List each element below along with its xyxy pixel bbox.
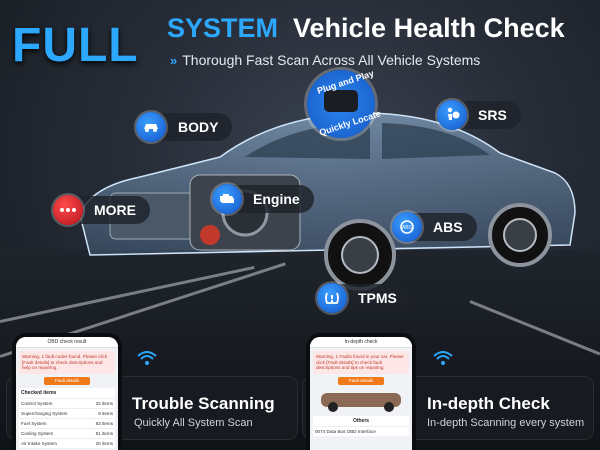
svg-text:ABS: ABS [402,225,413,231]
fault-details-button[interactable]: Fault details [338,376,384,385]
item-count: 20 items [95,440,113,446]
rear-window [382,123,490,159]
item-name: Fuel System [21,420,47,426]
subtitle-text: Thorough Fast Scan Across All Vehicle Sy… [182,52,481,68]
wireless-icon [136,350,158,366]
item-count: 9 items [98,410,113,416]
checked-items-title: Checked items [19,387,115,398]
headline-vehicle-health-check: Vehicle Health Check [293,13,565,43]
more-dots-icon [53,195,83,225]
list-item[interactable]: Cooling System 51 items [19,427,115,438]
item-count: 33 items [95,400,113,406]
system-label-srs: SRS [478,107,507,123]
panel-sub-in-depth-check: In-depth Scanning every system [427,417,585,429]
list-item[interactable]: 0074 Data Bus OBD Interface [313,425,409,436]
phone-screen: OBD check result Warning, 1 fault codes … [16,337,118,450]
item-name: Control System [21,400,53,406]
item-count: 51 items [95,430,113,436]
list-item[interactable]: Control System 33 items [19,397,115,408]
item-name: Supercharging System [21,410,68,416]
subtitle: » Thorough Fast Scan Across All Vehicle … [170,52,480,68]
warning-message: Warning, 1 Faults found in your car. Ple… [313,351,409,374]
fault-details-button[interactable]: Fault details [44,376,90,385]
list-item[interactable]: Air Intake System 20 items [19,437,115,448]
rear-rim [503,218,537,252]
plug-and-play-badge: Plug and Play Quickly Locate [307,68,382,138]
item-count: 83 items [95,420,113,426]
car-chassis-image [321,392,401,412]
panel-title-in-depth-check: In-depth Check [427,394,550,413]
panel-sub-trouble-scanning: Quickly All System Scan [134,417,253,429]
system-label-abs: ABS [433,219,463,235]
panel-title-trouble-scanning: Trouble Scanning [132,394,275,413]
item-name: Air Intake System [21,440,57,446]
system-label-body: BODY [178,119,219,135]
double-arrow-icon: » [170,52,178,68]
list-item[interactable]: Fuel System 83 items [19,417,115,428]
tire-pressure-icon [317,283,347,313]
warning-message: Warning, 1 fault codes found. Please cli… [19,351,115,374]
abs-icon: ABS [392,212,422,242]
engine-cap [200,225,220,245]
obd-dongle-icon [324,90,358,112]
item-name: 0074 Data Bus OBD Interface [315,428,376,434]
wireless-icon [432,350,454,366]
airbag-icon [437,100,467,130]
headline-system: SYSTEM [167,13,279,43]
phone-in-depth-check: In-depth check Warning, 1 Faults found i… [306,333,416,450]
others-title: Others [313,415,409,426]
phone-obd-check-result: OBD check result Warning, 1 fault codes … [12,333,122,450]
front-rim [341,236,379,274]
car-icon [136,112,166,142]
engine-icon [212,184,242,214]
phone-screen: In-depth check Warning, 1 Faults found i… [310,337,412,450]
system-label-engine: Engine [253,191,300,207]
system-label-tpms: TPMS [358,290,397,306]
screen-header: OBD check result [16,337,118,348]
system-label-more: MORE [94,202,136,218]
screen-header: In-depth check [310,337,412,348]
headline-full: FULL [12,19,139,72]
list-item[interactable]: Supercharging System 9 items [19,407,115,418]
item-name: Cooling System [21,430,54,436]
